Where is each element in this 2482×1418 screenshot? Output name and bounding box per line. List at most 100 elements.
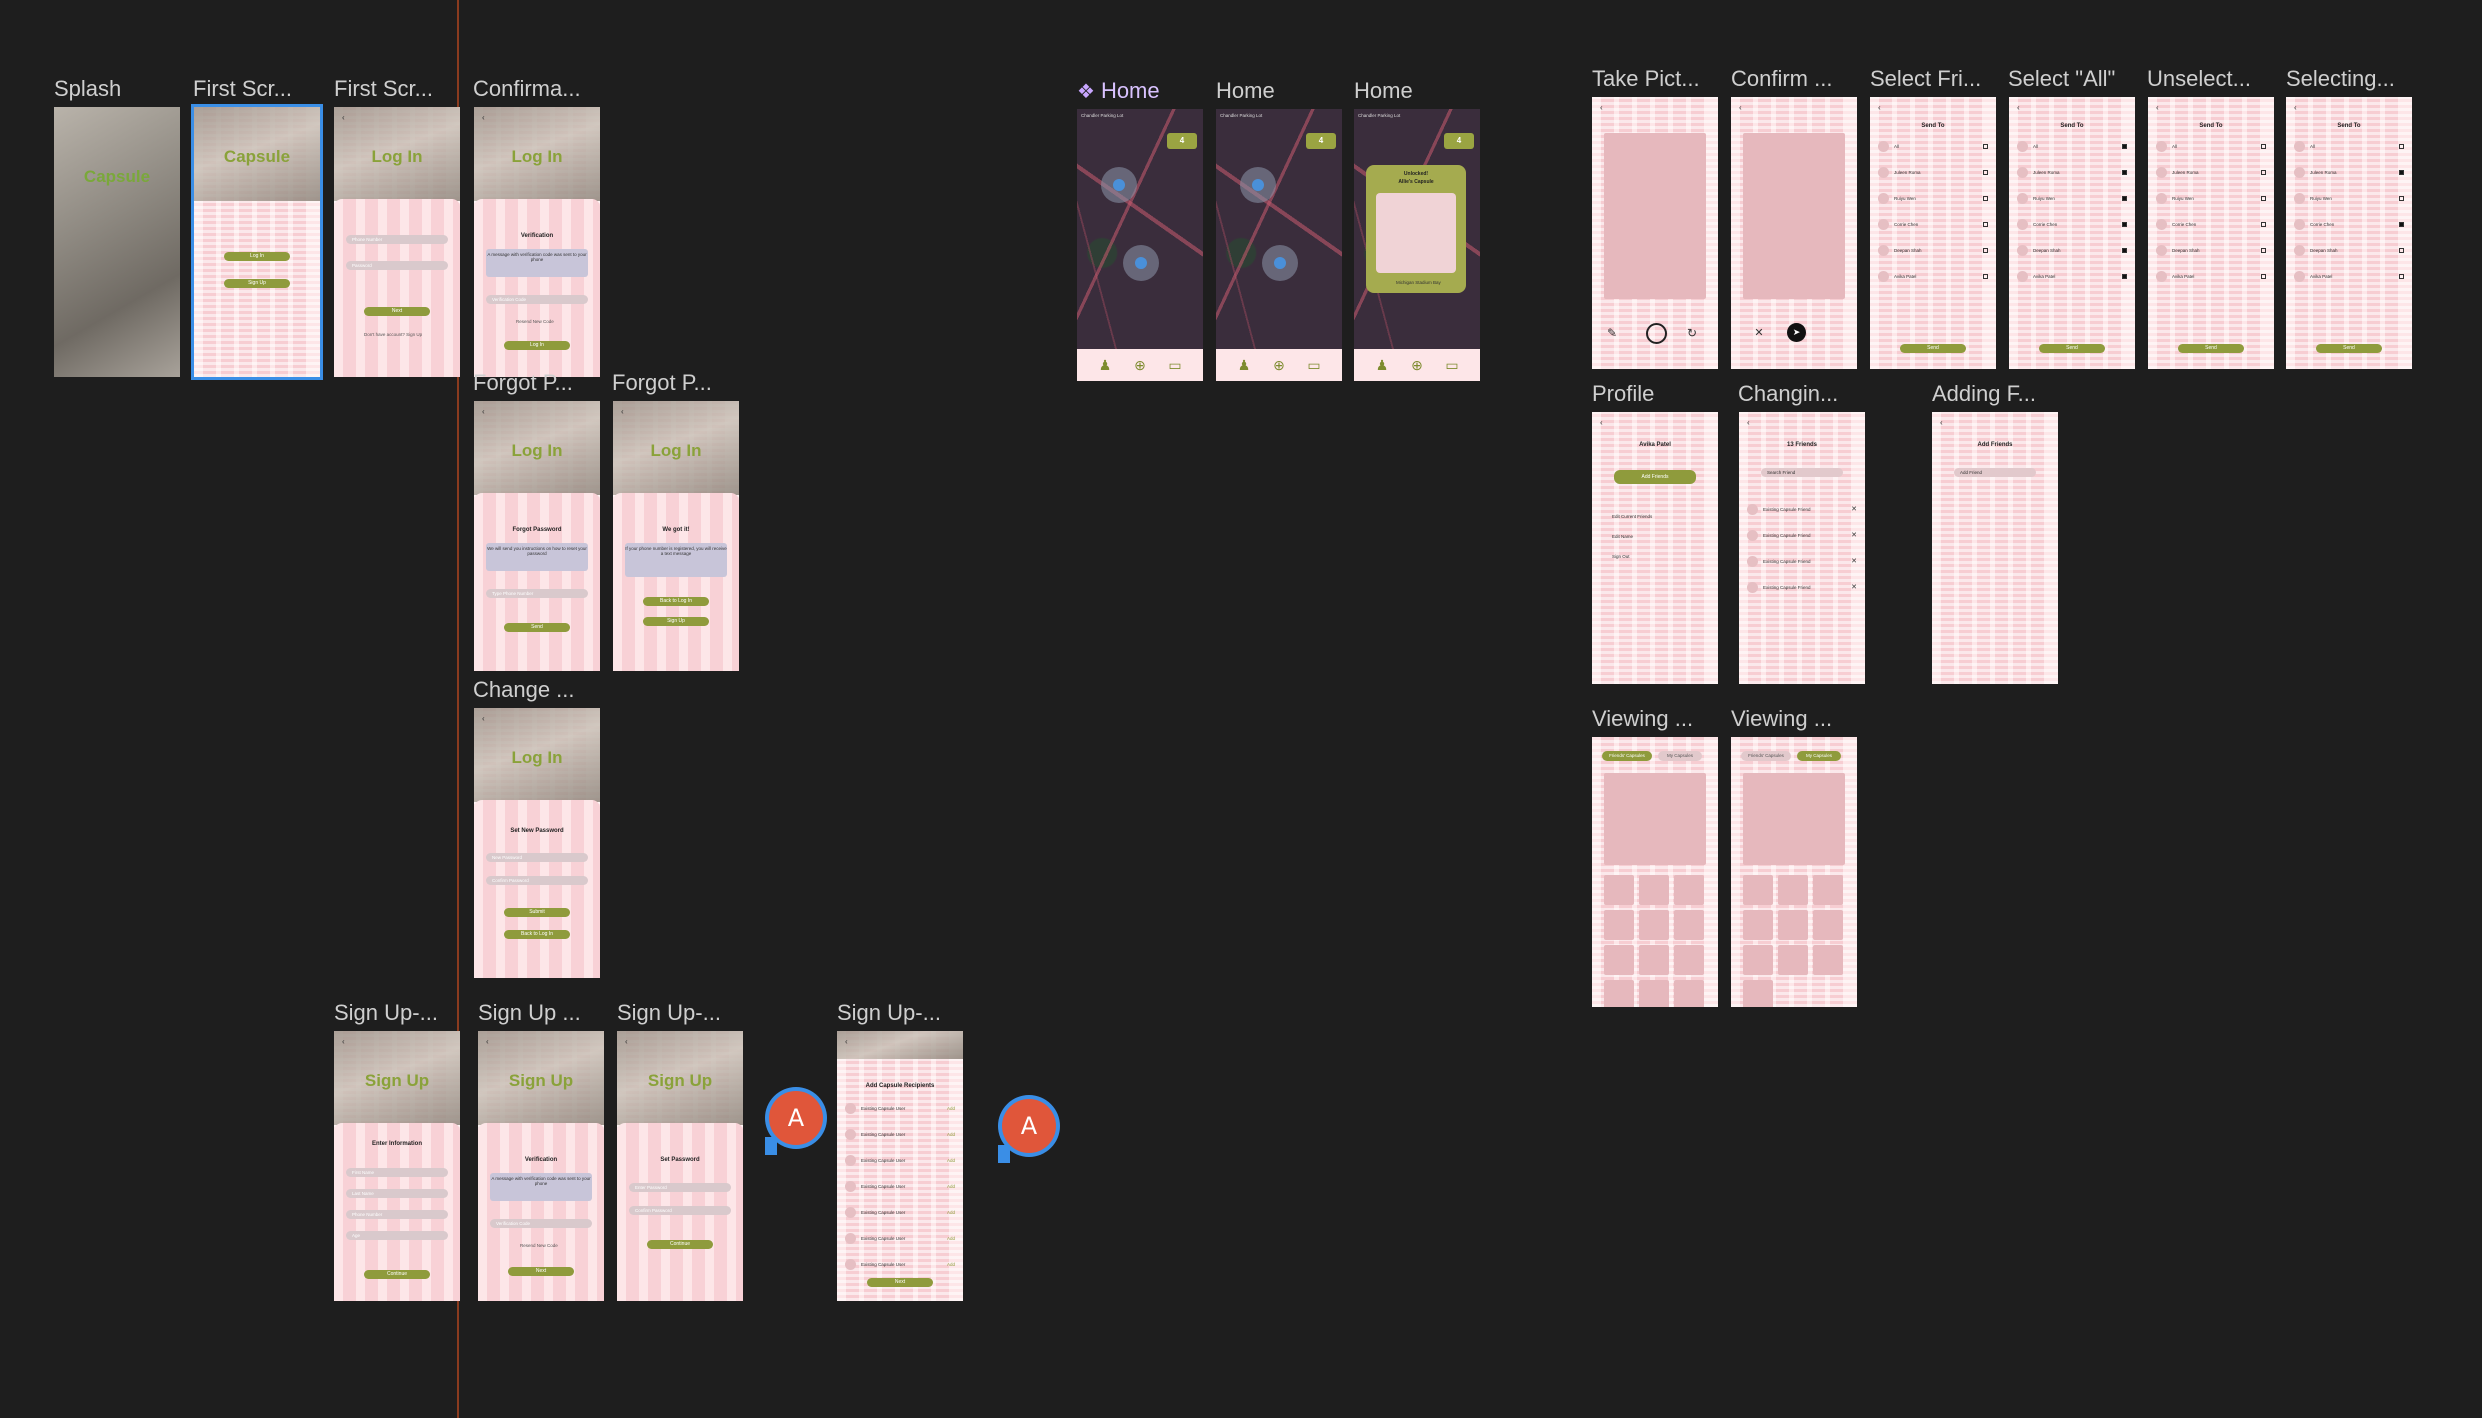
capsule-thumbnail[interactable] — [1813, 945, 1843, 975]
checkbox[interactable] — [2261, 170, 2266, 175]
edit-friends-link[interactable]: Edit Current Friends — [1612, 514, 1653, 519]
phone-input[interactable]: Phone Number — [346, 1210, 448, 1219]
list-item[interactable]: Existing Capsule User Add — [845, 1129, 955, 1141]
password-input[interactable]: Password — [346, 261, 448, 270]
list-item[interactable]: Existing Capsule Friend ✕ — [1747, 530, 1857, 542]
checkbox[interactable] — [1983, 144, 1988, 149]
list-item[interactable]: Existing Capsule User Add — [845, 1103, 955, 1115]
checkbox[interactable] — [1983, 222, 1988, 227]
frame-confirm-picture[interactable]: ‹ ✕ ➤ — [1731, 97, 1857, 369]
confirm-password-input[interactable]: Confirm Password — [629, 1206, 731, 1215]
remove-icon[interactable]: ✕ — [1851, 532, 1857, 539]
list-item[interactable]: Avika Patel — [2156, 271, 2266, 283]
back-to-login-button[interactable]: Back to Log In — [643, 597, 709, 606]
gallery-icon[interactable]: ▭ — [1168, 357, 1182, 373]
capsule-thumbnail[interactable] — [1604, 945, 1634, 975]
frame-splash[interactable]: Capsule — [54, 107, 180, 377]
shutter-button[interactable] — [1646, 323, 1667, 344]
flip-camera-icon[interactable]: ↻ — [1686, 326, 1698, 340]
back-icon[interactable]: ‹ — [342, 1037, 345, 1046]
capsule-thumbnail[interactable] — [1743, 910, 1773, 940]
list-item[interactable]: Corrie Chen — [2017, 219, 2127, 231]
checkbox[interactable] — [1983, 248, 1988, 253]
checkbox[interactable] — [2122, 170, 2127, 175]
list-item[interactable]: Ruiyu Wen — [2294, 193, 2404, 205]
frame-viewing-mine[interactable]: Friends' Capsules My Capsules — [1731, 737, 1857, 1007]
list-item[interactable]: Existing Capsule Friend ✕ — [1747, 556, 1857, 568]
capsule-count-badge[interactable]: 4 — [1444, 133, 1474, 149]
add-link[interactable]: Add — [946, 1158, 955, 1163]
frame-viewing-friends[interactable]: Friends' Capsules My Capsules — [1592, 737, 1718, 1007]
edit-name-link[interactable]: Edit Name — [1612, 534, 1634, 539]
back-icon[interactable]: ‹ — [1600, 418, 1603, 427]
list-item[interactable]: Existing Capsule Friend ✕ — [1747, 582, 1857, 594]
tab-my-capsules[interactable]: My Capsules — [1658, 751, 1702, 761]
checkbox[interactable] — [2399, 144, 2404, 149]
back-icon[interactable]: ‹ — [2017, 103, 2020, 112]
list-item[interactable]: Ruiyu Wen — [2156, 193, 2266, 205]
frame-first-screen-2[interactable]: ‹ Log In Phone Number Password Next Don'… — [334, 107, 460, 377]
phone-input[interactable]: Type Phone Number — [486, 589, 588, 598]
featured-capsule[interactable] — [1604, 773, 1706, 865]
back-icon[interactable]: ‹ — [1747, 418, 1750, 427]
checkbox[interactable] — [1983, 196, 1988, 201]
checkbox[interactable] — [2399, 222, 2404, 227]
checkbox[interactable] — [2122, 222, 2127, 227]
collaborator-avatar[interactable]: A — [998, 1095, 1060, 1163]
frame-adding-friends[interactable]: ‹ Add Friends Add Friend — [1932, 412, 2058, 684]
frame-changing-friends[interactable]: ‹ 13 Friends Search Friend Existing Caps… — [1739, 412, 1865, 684]
capsule-thumbnail[interactable] — [1639, 875, 1669, 905]
capsule-thumbnail[interactable] — [1604, 910, 1634, 940]
submit-button[interactable]: Submit — [504, 908, 570, 917]
profile-icon[interactable]: ♟ — [1098, 357, 1112, 373]
add-link[interactable]: Add — [946, 1184, 955, 1189]
checkbox[interactable] — [2261, 196, 2266, 201]
resend-link[interactable]: Resend New Code — [520, 1243, 558, 1248]
back-icon[interactable]: ‹ — [482, 714, 485, 723]
list-item[interactable]: Juleen Roma — [2017, 167, 2127, 179]
gallery-icon[interactable]: ▭ — [1445, 357, 1459, 373]
frame-signup-1[interactable]: ‹ Sign Up Enter Information First Name L… — [334, 1031, 460, 1301]
map-view[interactable] — [1077, 109, 1203, 349]
map-view[interactable] — [1216, 109, 1342, 349]
signup-button[interactable]: Sign Up — [224, 279, 290, 288]
add-link[interactable]: Add — [946, 1106, 955, 1111]
gallery-icon[interactable]: ▭ — [1307, 357, 1321, 373]
remove-icon[interactable]: ✕ — [1851, 506, 1857, 513]
pen-icon[interactable]: ✎ — [1606, 326, 1618, 340]
back-icon[interactable]: ‹ — [1739, 103, 1742, 112]
tab-friends-capsules[interactable]: Friends' Capsules — [1741, 751, 1791, 761]
frame-home-1[interactable]: Chandler Parking Lot 4 ♟ ⊕ ▭ — [1077, 109, 1203, 381]
checkbox[interactable] — [2399, 196, 2404, 201]
checkbox[interactable] — [2399, 170, 2404, 175]
resend-link[interactable]: Resend New Code — [516, 319, 554, 324]
list-item[interactable]: All — [2294, 141, 2404, 153]
code-input[interactable]: Verification Code — [490, 1219, 592, 1228]
confirm-password-input[interactable]: Confirm Password — [486, 876, 588, 885]
list-item[interactable]: Avika Patel — [1878, 271, 1988, 283]
next-button[interactable]: Next — [508, 1267, 574, 1276]
add-icon[interactable]: ⊕ — [1411, 357, 1423, 373]
next-button[interactable]: Next — [364, 307, 430, 316]
list-item[interactable]: Deepan Shah — [2156, 245, 2266, 257]
frame-signup-2[interactable]: ‹ Sign Up Verification A message with ve… — [478, 1031, 604, 1301]
send-button[interactable]: Send — [2039, 344, 2105, 353]
list-item[interactable]: Existing Capsule User Add — [845, 1259, 955, 1271]
back-icon[interactable]: ‹ — [1940, 418, 1943, 427]
featured-capsule[interactable] — [1743, 773, 1845, 865]
list-item[interactable]: Corrie Chen — [2294, 219, 2404, 231]
login-button[interactable]: Log In — [504, 341, 570, 350]
capsule-pin[interactable] — [1262, 245, 1298, 281]
add-friends-button[interactable]: Add Friends — [1614, 470, 1696, 484]
frame-select-all[interactable]: ‹ Send To Send All Juleen Roma Ruiyu Wen… — [2009, 97, 2135, 369]
checkbox[interactable] — [2122, 248, 2127, 253]
capsule-thumbnail[interactable] — [1778, 945, 1808, 975]
capsule-thumbnail[interactable] — [1813, 910, 1843, 940]
capsule-count-badge[interactable]: 4 — [1167, 133, 1197, 149]
back-icon[interactable]: ‹ — [1878, 103, 1881, 112]
list-item[interactable]: Ruiyu Wen — [1878, 193, 1988, 205]
signup-link[interactable]: Don't have account? Sign Up — [364, 332, 423, 337]
list-item[interactable]: Corrie Chen — [2156, 219, 2266, 231]
add-link[interactable]: Add — [946, 1236, 955, 1241]
frame-confirmation[interactable]: ‹ Log In Verification A message with ver… — [474, 107, 600, 377]
